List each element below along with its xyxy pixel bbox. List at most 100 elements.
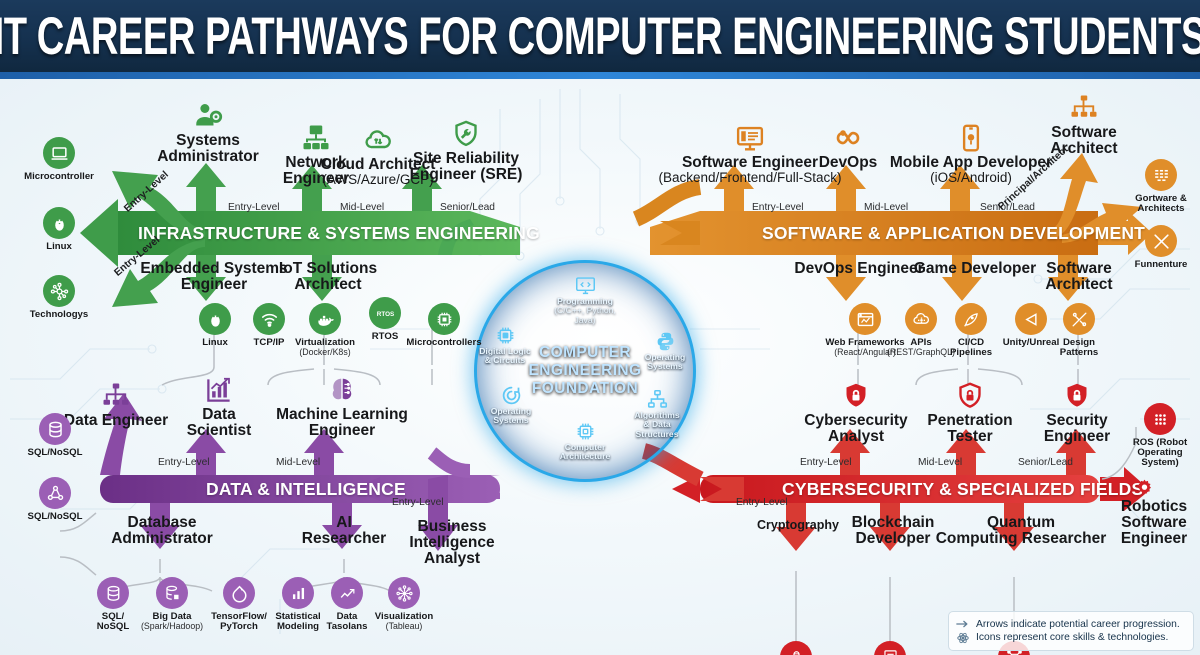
skill-data-tasolans[interactable]: Data Tasolans: [316, 577, 378, 632]
skill-sql-nosql-3[interactable]: SQL/ NoSQL: [82, 577, 144, 632]
role-software-architect-bottom[interactable]: Software Architect: [1024, 261, 1134, 293]
role-data-engineer[interactable]: Data Engineer: [48, 381, 184, 429]
level-infrastructure-3: Senior/Lead: [440, 202, 495, 213]
smartphone-icon: [956, 123, 986, 153]
skill-design-patterns[interactable]: Design Patterns: [1046, 303, 1112, 358]
role-title-2: Architect: [294, 275, 362, 293]
role-business-intelligence-analyst[interactable]: Business Intelligence Analyst: [388, 519, 516, 566]
role-mobile-app-developer[interactable]: Mobile App Developer (iOS/Android): [878, 123, 1064, 185]
skill-big-data[interactable]: Big Data (Spark/Hadoop): [132, 577, 212, 631]
hub-item-label: Operating: [490, 406, 532, 416]
role-data-scientist[interactable]: Data Scientist: [170, 375, 268, 439]
skill-label-2: Tasolans: [326, 621, 368, 633]
browser-icon: [849, 303, 881, 335]
atom-icon: [957, 632, 969, 643]
role-ai-researcher[interactable]: AI Researcher: [288, 515, 400, 547]
role-title: Cybersecurity: [804, 412, 908, 429]
role-iot-solutions-architect[interactable]: IoT Solutions Architect: [264, 261, 392, 293]
skill-label: Web Frameworks: [825, 337, 905, 348]
role-title-2: Engineer (SRE): [409, 165, 523, 183]
skill-label: Funnenture: [1134, 259, 1188, 270]
skill-sql-nosql-1[interactable]: SQL/NoSQL: [18, 413, 92, 458]
level-infrastructure-2: Mid-Level: [340, 202, 385, 213]
skill-label: Statistical: [275, 611, 321, 622]
role-title: Penetration: [927, 412, 1013, 429]
skill-label-2: NoSQL: [96, 621, 130, 633]
role-title-2: Engineer: [180, 275, 248, 293]
role-game-developer[interactable]: Game Developer: [900, 261, 1050, 277]
role-title-2: Researcher: [301, 529, 387, 547]
skill-microcontroller[interactable]: Microcontroller: [22, 137, 96, 182]
skill-label: Unity/Unreal: [1002, 337, 1060, 348]
skill-linux[interactable]: Linux: [178, 303, 252, 348]
skill-statistical-modeling[interactable]: Statistical Modeling: [264, 577, 332, 632]
level-infrastructure-1: Entry-Level: [228, 202, 280, 213]
skill-cicd-pipelines[interactable]: CI/CD Pipelines: [938, 303, 1004, 358]
role-security-engineer[interactable]: Security Engineer: [1022, 381, 1132, 445]
trendline-icon: [331, 577, 363, 609]
skill-ros[interactable]: ROS (Robot Operating System): [1118, 403, 1200, 468]
level-data-1: Entry-Level: [158, 457, 210, 468]
pattern-icon: [1063, 303, 1095, 335]
skill-visualization[interactable]: Visualization (Tableau): [364, 577, 444, 631]
microchip-icon: [497, 327, 513, 344]
role-quantum-computing-researcher[interactable]: Quantum Computing Researcher: [932, 515, 1110, 547]
role-cloud-architect[interactable]: Cloud Architect (AWS/Azure/GCP): [268, 125, 488, 187]
skill-sql-nosql-2[interactable]: SQL/NoSQL: [18, 477, 92, 522]
role-cryptography[interactable]: Cryptography: [748, 518, 848, 532]
page-title: IT CAREER PATHWAYS FOR COMPUTER ENGINEER…: [0, 5, 1200, 65]
gear-loop-icon: [502, 386, 520, 405]
skill-label-2: Pipelines: [949, 347, 993, 359]
database-stack-icon: [97, 577, 129, 609]
skill-distributed-ledgers[interactable]: Distributed Ledgers: [854, 641, 926, 655]
role-robotics-software-engineer[interactable]: Robotics Software Engineer: [1108, 499, 1200, 546]
role-devops[interactable]: DevOps: [800, 123, 896, 171]
role-title-2: Tester: [947, 427, 993, 445]
role-blockchain-developer[interactable]: Blockchain Developer: [828, 515, 958, 547]
hub-title: COMPUTER ENGINEERING FOUNDATION: [529, 344, 642, 398]
hub-item-label: Algorithms: [634, 410, 680, 420]
hub-title-line1: COMPUTER: [539, 344, 631, 362]
skill-tensorflow-pytorch[interactable]: TensorFlow/ PyTorch: [196, 577, 282, 632]
role-title: IoT Solutions: [278, 260, 378, 277]
role-site-reliability-engineer[interactable]: Site Reliability Engineer (SRE): [378, 119, 554, 183]
track-label-data: DATA & INTELLIGENCE: [206, 479, 406, 499]
role-network-engineer[interactable]: Network Engineer: [246, 123, 386, 187]
role-title-2: Software: [1121, 513, 1187, 531]
skill-tcpip[interactable]: TCP/IP: [232, 303, 306, 348]
skill-apis[interactable]: APIs (REST/GraphQL): [882, 303, 960, 357]
skill-label-2: Modeling: [276, 621, 320, 633]
skill-label: Linux: [202, 337, 228, 348]
role-title-2: Engineer: [308, 421, 376, 439]
role-software-architect-top[interactable]: Software Architect: [1028, 93, 1140, 157]
role-title-2: Computing Researcher: [935, 529, 1107, 547]
skill-ethical-hacking-tools[interactable]: Ethical Hacking Tools: [744, 641, 848, 655]
skill-rtos[interactable]: RTOS RTOS: [348, 297, 422, 342]
skill-funnenture[interactable]: Funnenture: [1124, 225, 1198, 270]
skill-linux-side[interactable]: Linux: [22, 207, 96, 252]
skill-microcontrollers[interactable]: Microcontrollers: [396, 303, 492, 348]
skill-gortware-architects[interactable]: Gortware & Architects: [1124, 159, 1198, 214]
skill-unity-unreal[interactable]: Unity/Unreal: [992, 303, 1070, 348]
skill-robot-gear[interactable]: [1122, 471, 1166, 506]
role-systems-administrator[interactable]: Systems Administrator: [128, 101, 288, 165]
role-software-engineer[interactable]: Software Engineer (Backend/Frontend/Full…: [650, 123, 850, 185]
skill-label-2: Architects: [1137, 203, 1185, 215]
hub-item-sub2: Structures: [635, 428, 679, 439]
role-machine-learning-engineer[interactable]: Machine Learning Engineer: [262, 375, 422, 439]
role-title: Site Reliability: [413, 150, 519, 167]
skill-technologys[interactable]: Technologys: [22, 275, 96, 320]
skill-virtualization[interactable]: Virtualization (Docker/K8s): [288, 303, 362, 357]
role-cybersecurity-analyst[interactable]: Cybersecurity Analyst: [788, 381, 924, 445]
skill-label: Technologys: [29, 309, 89, 320]
role-devops-engineer[interactable]: DevOps Engineer: [782, 261, 936, 277]
pytorch-icon: [223, 577, 255, 609]
role-embedded-systems-engineer[interactable]: Embedded Systems Engineer: [128, 261, 300, 293]
role-database-administrator[interactable]: Database Administrator: [88, 515, 236, 547]
header-accent-rule: [0, 72, 1200, 79]
hub-item-sub: & Circuits: [484, 355, 526, 366]
role-title: Embedded Systems: [140, 260, 288, 277]
role-penetration-tester[interactable]: Penetration Tester: [912, 381, 1028, 445]
skill-label: SQL/NoSQL: [27, 447, 83, 458]
skill-web-frameworks[interactable]: Web Frameworks (React/Angular): [820, 303, 910, 357]
